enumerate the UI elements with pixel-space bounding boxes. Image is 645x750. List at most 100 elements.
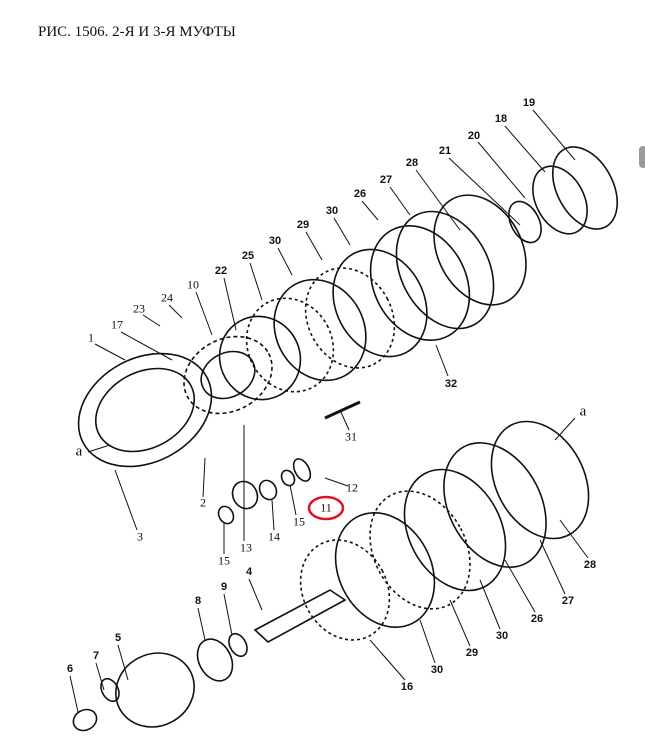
part-label-22: 22	[214, 265, 228, 277]
part-label-29: 29	[465, 647, 479, 659]
plate-lower	[403, 468, 507, 592]
leader-line	[532, 109, 576, 161]
rod-31	[324, 400, 361, 420]
part-label-1: 1	[88, 330, 94, 345]
part-label-8: 8	[194, 595, 202, 607]
shaft	[253, 589, 347, 643]
part-label-27: 27	[379, 174, 393, 186]
part-label-11: 11	[320, 500, 332, 515]
highlight-circle	[307, 495, 345, 521]
leader-line	[202, 457, 206, 498]
leader-line	[305, 231, 323, 261]
part-label-15: 15	[293, 514, 305, 529]
friction-disc	[245, 297, 335, 393]
plate	[273, 278, 367, 382]
plate-lower	[334, 511, 436, 629]
part-label-a: a	[75, 443, 83, 460]
spring-ring	[369, 224, 471, 342]
part-label-15: 15	[218, 553, 230, 568]
part-label-18: 18	[494, 113, 508, 125]
part-label-12: 12	[346, 480, 358, 495]
part-label-a: a	[579, 403, 587, 420]
part-label-30: 30	[268, 235, 282, 247]
part-label-31: 31	[345, 429, 357, 444]
hub-inner	[200, 350, 256, 400]
leader-line	[87, 444, 111, 453]
part-label-26: 26	[353, 188, 367, 200]
leader-line	[389, 186, 411, 216]
part-label-30: 30	[430, 664, 444, 676]
friction-disc-lower	[299, 539, 391, 641]
part-label-7: 7	[92, 650, 100, 662]
leader-line	[95, 662, 105, 691]
snap-ring	[508, 200, 542, 244]
part-label-26: 26	[530, 613, 544, 625]
bearing-13	[231, 480, 259, 510]
ring	[433, 194, 527, 306]
part-label-23: 23	[133, 301, 145, 316]
figure-title: РИС. 1506. 2-Я И 3-Я МУФТЫ	[38, 24, 236, 40]
leader-line	[369, 639, 406, 681]
gear-8	[196, 638, 234, 682]
part-label-13: 13	[240, 540, 252, 555]
leader-line	[195, 291, 213, 336]
part-label-9: 9	[220, 581, 228, 593]
ring	[218, 315, 302, 401]
part-label-2: 2	[200, 495, 206, 510]
leader-line	[248, 578, 263, 611]
leader-line	[333, 217, 351, 246]
leader-line	[69, 675, 79, 713]
part-label-25: 25	[241, 250, 255, 262]
part-label-30: 30	[325, 205, 339, 217]
leader-line	[120, 331, 173, 361]
seal-ring	[551, 146, 619, 230]
leader-line	[289, 484, 297, 516]
leader-line	[448, 157, 521, 226]
friction-disc	[304, 267, 396, 369]
leader-line	[479, 579, 501, 630]
part-label-32: 32	[444, 378, 458, 390]
housing-bore	[94, 367, 196, 453]
part-label-6: 6	[66, 663, 74, 675]
leader-line	[415, 169, 461, 231]
part-label-21: 21	[438, 145, 452, 157]
scrollbar-thumb[interactable]	[639, 146, 645, 168]
leader-line	[419, 619, 436, 664]
leader-line	[142, 314, 161, 327]
part-label-17: 17	[111, 317, 123, 332]
leader-line	[117, 644, 129, 681]
part-label-10: 10	[187, 277, 199, 292]
ring-7	[100, 677, 120, 703]
leader-line	[277, 247, 293, 276]
snap-ring-9	[228, 632, 248, 658]
piston	[532, 165, 588, 235]
leader-line	[559, 519, 589, 559]
part-label-28: 28	[583, 559, 597, 571]
leader-line	[271, 499, 275, 531]
ring-6	[72, 708, 98, 732]
leader-line	[435, 344, 449, 377]
leader-line	[504, 559, 536, 613]
part-label-27: 27	[561, 595, 575, 607]
carrier	[115, 652, 195, 728]
part-label-16: 16	[400, 681, 414, 693]
plate	[332, 248, 428, 358]
washer-15b	[280, 469, 296, 487]
housing	[77, 352, 213, 468]
leader-line	[223, 593, 233, 636]
bush-14	[258, 479, 278, 501]
part-label-3: 3	[137, 529, 143, 544]
leader-line	[324, 477, 349, 487]
plate-lower	[443, 442, 547, 568]
friction-disc-lower	[369, 490, 471, 610]
leader-line	[197, 607, 206, 641]
part-label-20: 20	[467, 130, 481, 142]
gear-hub	[183, 335, 273, 415]
pin-11	[292, 458, 312, 482]
leader-line	[361, 200, 379, 221]
leader-line	[477, 141, 526, 199]
leader-line	[168, 304, 183, 319]
spring-ring-lower	[490, 420, 590, 540]
leader-line	[539, 539, 566, 595]
